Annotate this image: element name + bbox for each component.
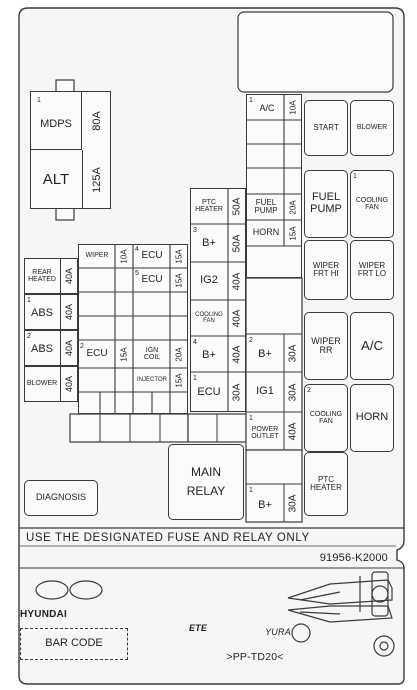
small-fuse-column [246,94,302,278]
abs2-fuse [24,330,78,366]
mdps-amp: 80A [90,110,103,131]
fuse-puller-icon [287,571,393,623]
cooling-fan2-relay [304,384,348,452]
cooling-fan-relay [350,170,394,238]
bplus1-label: B+ [258,499,272,512]
ete-mark: ETE [188,623,208,633]
mdps-label: MDPS [40,118,72,131]
ptc-heater-fuse-label: PTC HEATER [195,198,223,213]
ign-coil-label: IGN COIL [143,346,161,361]
ig1-label: IG1 [256,385,274,398]
bplus3-label: B+ [202,237,216,250]
ecu5-label: ECU [141,273,163,285]
wiper-frt-hi-relay [304,240,348,300]
mdps-index: 1 [37,97,41,104]
wiper-fuse-label: WIPER [85,252,109,260]
start-relay [304,100,348,156]
ecu1-label: ECU [197,386,221,399]
ac-relay [350,312,394,380]
cooling-fan-fuse-label: COOLING FAN [195,311,223,324]
part-number: 91956-K2000 [319,552,388,564]
horn-fuse-label: HORN [252,227,280,238]
alt-amp: 125A [82,150,111,209]
injector-label: INJECTOR [137,376,167,383]
ig2-label: IG2 [200,274,218,287]
material-mark: >PP-TD20< [226,651,284,663]
wiper-rr-relay [304,312,348,380]
main-relay [168,444,244,520]
fuel-pump-fuse-label: FUEL PUMP [254,197,278,215]
ecu4-label: ECU [141,249,163,261]
ptc-heater-relay [304,452,348,516]
abs1-fuse [24,294,78,330]
blower-fuse [24,366,78,402]
hyundai-brand: HYUNDAI [20,609,67,620]
bar-code-area [20,628,128,660]
bplus2-label: B+ [258,348,272,361]
bplus4-label: B+ [202,349,216,362]
horn-relay [350,384,394,452]
power-outlet-label: POWER OUTLET [251,425,279,440]
wiper-frt-lo-relay [350,240,394,300]
fuse-notice: USE THE DESIGNATED FUSE AND RELAY ONLY [26,532,310,544]
ac1-label: A/C [259,103,275,114]
mdps-fuse [30,91,82,150]
diagnosis-connector [24,480,98,516]
yura-mark: YURA [265,627,291,637]
rear-heated-fuse [24,258,78,294]
ecu2-label: ECU [86,347,108,359]
recycle-icon [291,623,311,643]
mdps-alt-block [30,91,111,209]
fuel-pump-relay [304,170,348,238]
alt-label: ALT [42,171,70,189]
blower-relay [350,100,394,156]
